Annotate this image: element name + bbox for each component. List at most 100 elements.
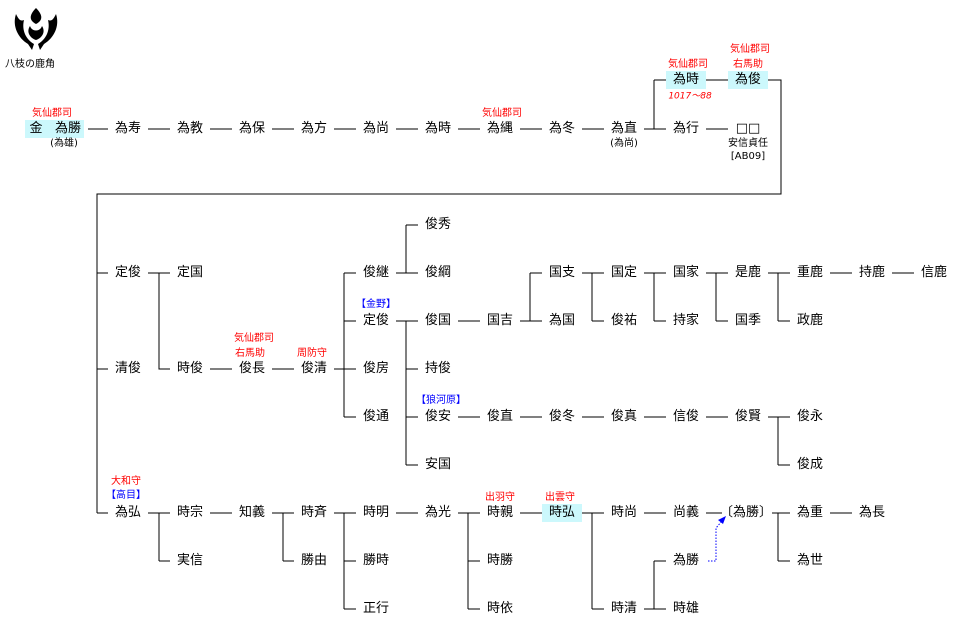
person: 国支 — [548, 265, 576, 280]
person: 勝時 — [362, 553, 390, 568]
person: 為方 — [300, 121, 328, 136]
years: 1017〜88 — [668, 91, 712, 102]
person: 為光 — [424, 505, 452, 520]
person: 為重 — [796, 505, 824, 520]
person: 安国 — [424, 457, 452, 472]
branch-label: 【金野】 — [356, 299, 396, 310]
person: 為勝 — [672, 553, 700, 568]
person: 俊永 — [796, 409, 824, 424]
person: 為教 — [176, 121, 204, 136]
person: 俊継 — [362, 265, 390, 280]
person: 俊直 — [486, 409, 514, 424]
person: 正行 — [362, 601, 390, 616]
title: 出雲守 — [545, 492, 575, 503]
person: 為縄 — [486, 121, 514, 136]
alias: (為尚) — [610, 138, 638, 149]
person: 俊国 — [424, 313, 452, 328]
person: 持俊 — [424, 361, 452, 376]
person: 国家 — [672, 265, 700, 280]
person: 俊真 — [610, 409, 638, 424]
person: 俊長 — [238, 361, 266, 376]
person: 時勝 — [486, 553, 514, 568]
title: 気仙郡司 — [482, 108, 522, 119]
title: 出羽守 — [485, 492, 515, 503]
person: 時明 — [362, 505, 390, 520]
title: 気仙郡司 — [234, 333, 274, 344]
note: 安信貞任 — [728, 138, 768, 149]
person: 持家 — [672, 313, 700, 328]
person: 為行 — [672, 121, 700, 136]
person: 時親 — [486, 505, 514, 520]
person: 清俊 — [114, 361, 142, 376]
person: 為世 — [796, 553, 824, 568]
person: 定俊 — [114, 265, 142, 280]
person: 時斉 — [300, 505, 328, 520]
person: 俊祐 — [610, 313, 638, 328]
person: 持鹿 — [858, 265, 886, 280]
person: 俊通 — [362, 409, 390, 424]
person: 信鹿 — [920, 265, 948, 280]
person: 俊冬 — [548, 409, 576, 424]
person: 定国 — [176, 265, 204, 280]
person: 勝由 — [300, 553, 328, 568]
person: 為弘 — [114, 505, 142, 520]
person: 定俊 — [362, 313, 390, 328]
person: 時俊 — [176, 361, 204, 376]
person: 俊賢 — [734, 409, 762, 424]
person: 時雄 — [672, 601, 700, 616]
adoption-arrow — [708, 516, 726, 562]
reference: [AB09] — [730, 151, 766, 162]
title: 気仙郡司 — [668, 59, 708, 70]
person: 国季 — [734, 313, 762, 328]
person: 為寿 — [114, 121, 142, 136]
title: 右馬助 — [235, 348, 265, 359]
title: 大和守 — [111, 476, 141, 487]
person: 是鹿 — [734, 265, 762, 280]
person: 重鹿 — [796, 265, 824, 280]
person: 俊房 — [362, 361, 390, 376]
title: 気仙郡司 — [32, 108, 72, 119]
person: 為国 — [548, 313, 576, 328]
person: 時尚 — [610, 505, 638, 520]
person: 為冬 — [548, 121, 576, 136]
person: 知義 — [238, 505, 266, 520]
person: 俊成 — [796, 457, 824, 472]
person: 俊清 — [300, 361, 328, 376]
person: 俊秀 — [424, 217, 452, 232]
person: 時弘 — [548, 505, 576, 520]
surname: 金 — [29, 121, 43, 136]
person: 実信 — [176, 553, 204, 568]
person: 為直 — [610, 121, 638, 136]
person: 時宗 — [176, 505, 204, 520]
person-founder: 為勝 — [54, 121, 82, 136]
crest-caption: 八枝の鹿角 — [5, 59, 55, 70]
person: 時依 — [486, 601, 514, 616]
person: 俊綱 — [424, 265, 452, 280]
title: 右馬助 — [733, 59, 763, 70]
person: 国吉 — [486, 313, 514, 328]
person: 俊安 — [424, 409, 452, 424]
branch-label: 【狼河原】 — [416, 395, 466, 406]
person: 為時 — [424, 121, 452, 136]
person: 国定 — [610, 265, 638, 280]
person-unknown: □□ — [735, 121, 761, 136]
highlight-tametoshi — [728, 71, 768, 89]
person: 為俊 — [734, 72, 762, 87]
title: 周防守 — [297, 348, 327, 359]
branch-label: 【高目】 — [106, 490, 146, 501]
alias: (為雄) — [50, 138, 78, 149]
title: 気仙郡司 — [730, 44, 770, 55]
person: 信俊 — [672, 409, 700, 424]
deer-antler-crest-icon — [10, 4, 62, 56]
person: 為長 — [858, 505, 886, 520]
highlight-founder — [25, 120, 84, 138]
person: 尚義 — [672, 505, 700, 520]
person: 為時 — [672, 72, 700, 87]
person: 為保 — [238, 121, 266, 136]
person: 政鹿 — [796, 313, 824, 328]
person: 為尚 — [362, 121, 390, 136]
person-adopted: 〔為勝〕 — [719, 505, 773, 520]
highlight-tokihiro — [542, 504, 582, 522]
